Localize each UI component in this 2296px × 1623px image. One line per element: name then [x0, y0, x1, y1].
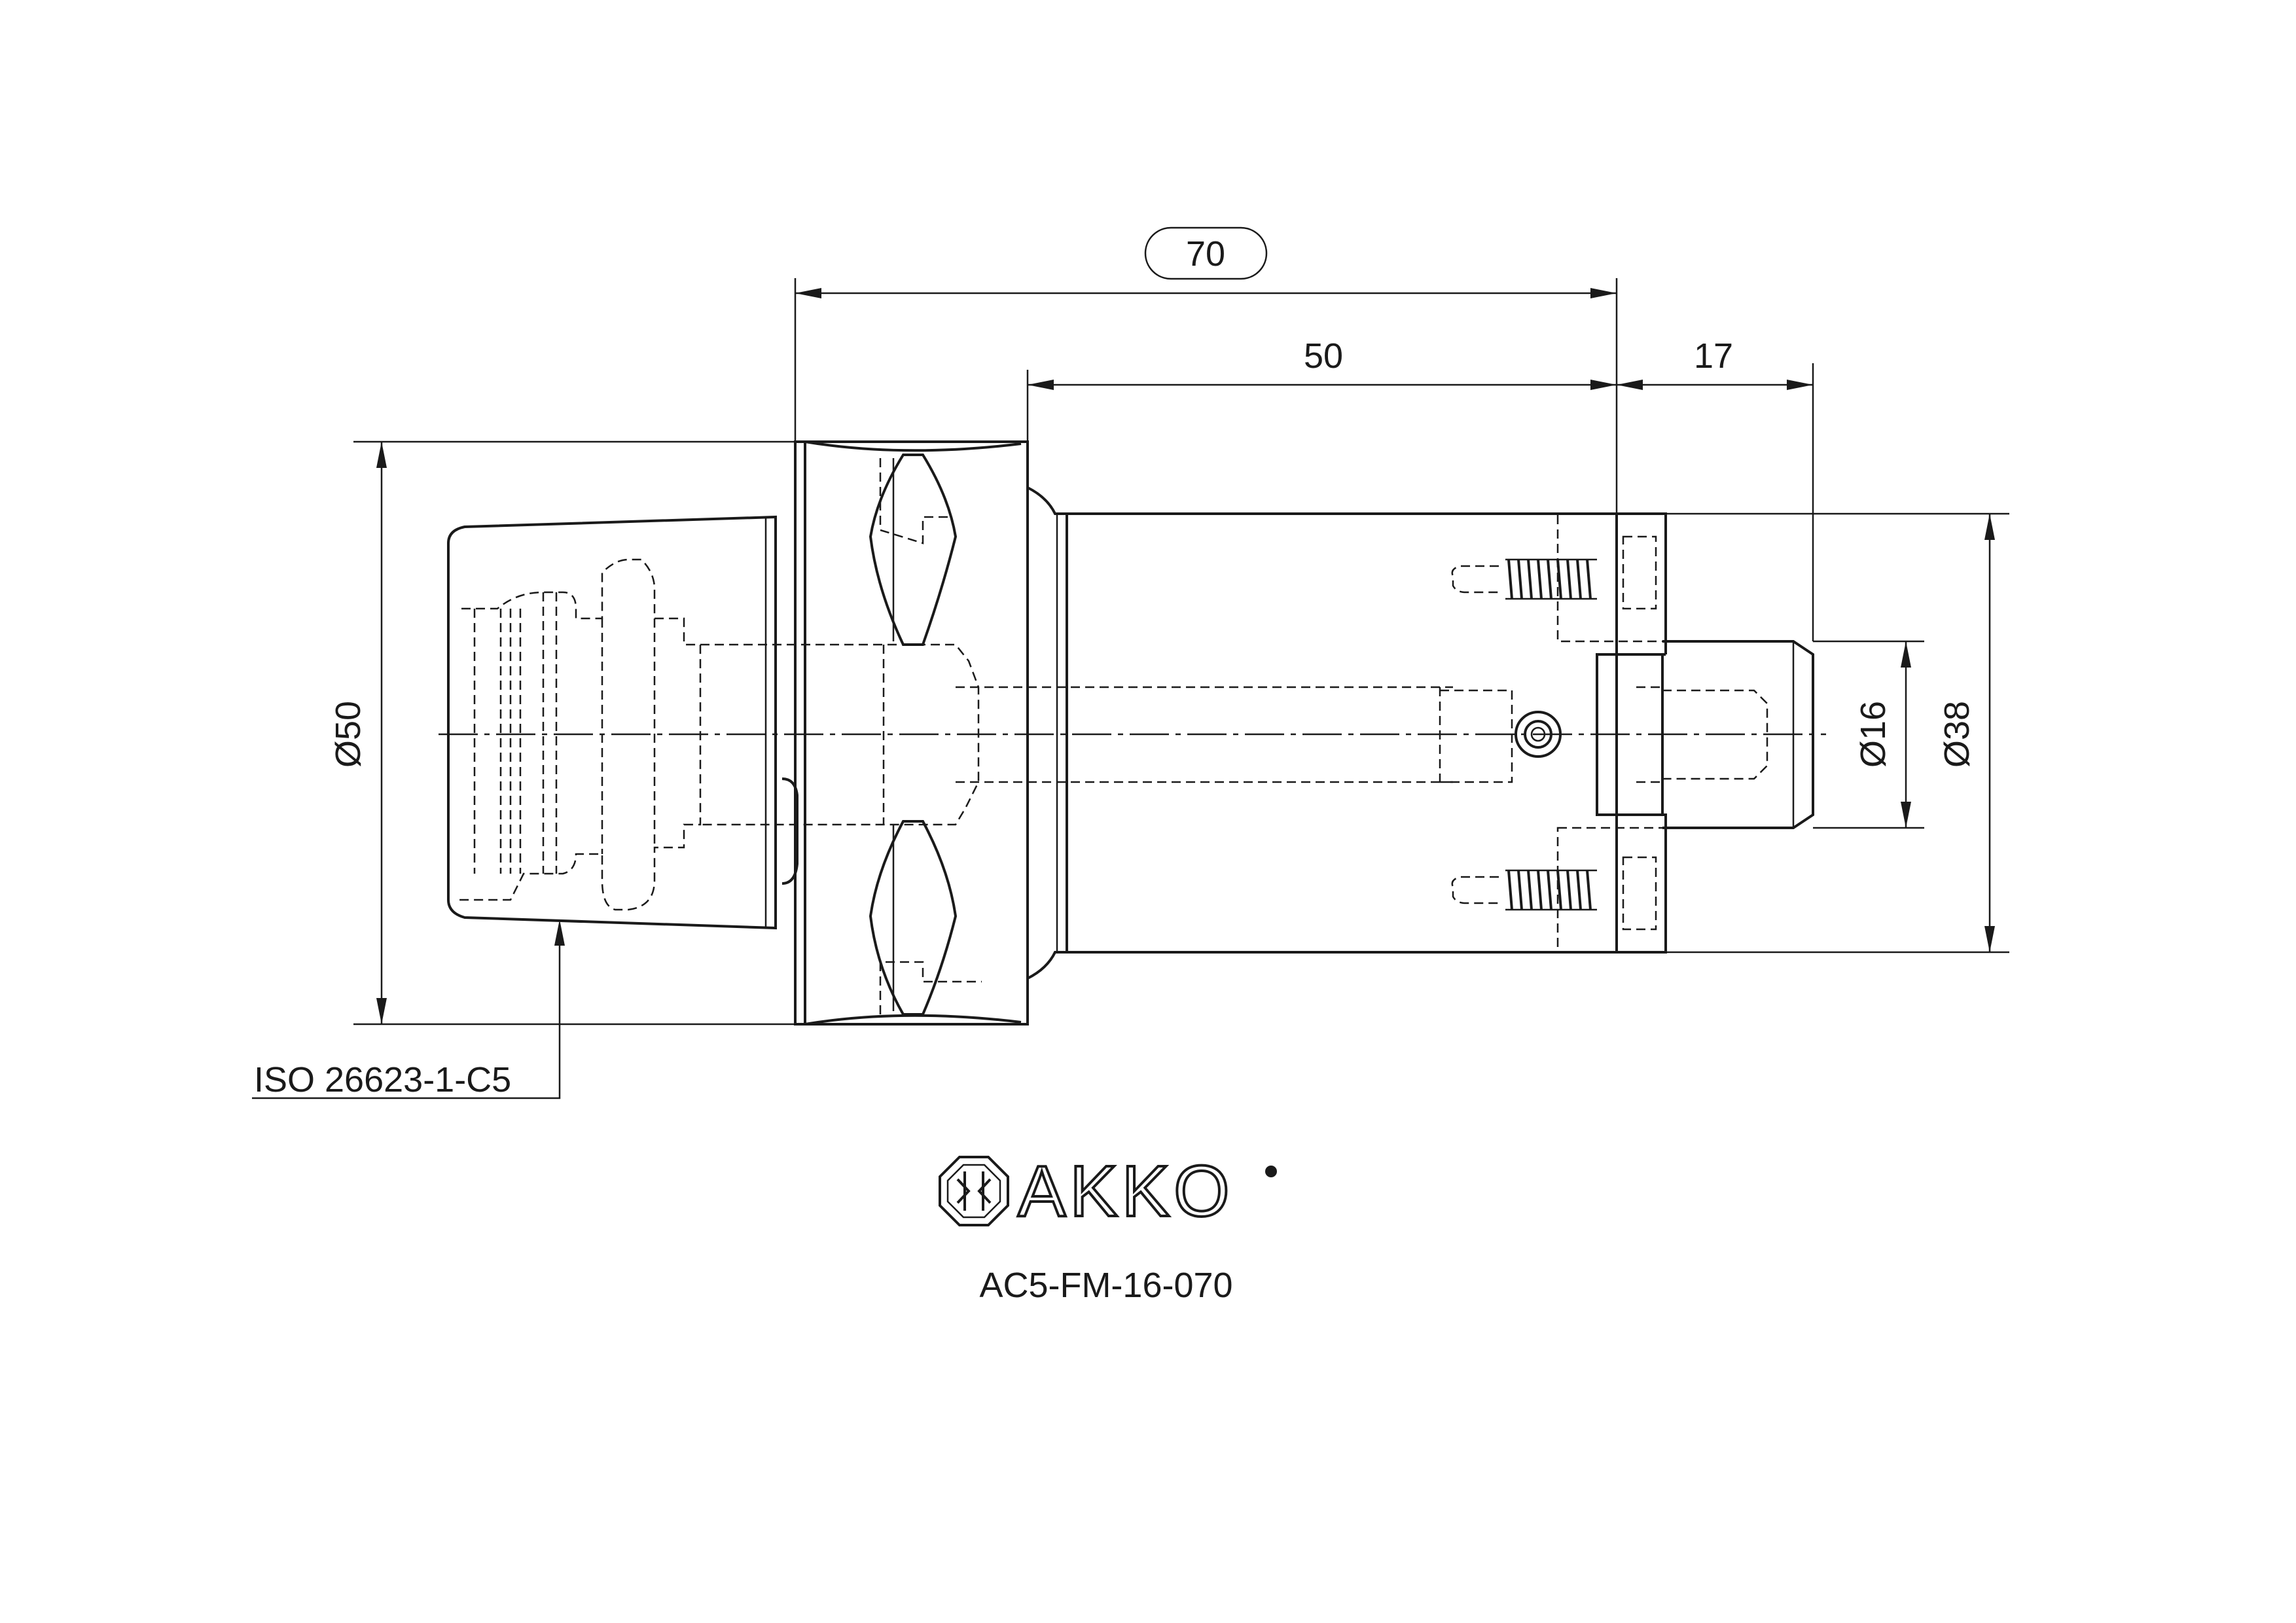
dimension-flange-diameter-label: Ø50: [329, 701, 368, 768]
dimension-overall-length: 70: [795, 226, 1617, 298]
interface-label: ISO 26623-1-C5: [254, 1060, 511, 1099]
part-number: AC5-FM-16-070: [979, 1266, 1232, 1305]
dimension-body-diameter-label: Ø38: [1937, 701, 1977, 768]
body: [1027, 486, 1617, 980]
dimension-overall-length-label: 70: [1186, 234, 1225, 274]
interface-callout: ISO 26623-1-C5: [252, 919, 565, 1099]
brand-logo: AKKO: [939, 1150, 1277, 1233]
dimension-projection-label: 17: [1694, 336, 1733, 376]
polygon-shank: [447, 515, 777, 930]
dimension-projection: 17: [1617, 336, 1813, 390]
screw-thread-bottom: [1505, 869, 1597, 911]
registered-mark-icon: [1265, 1166, 1277, 1177]
dimension-inner-diameter-label: Ø16: [1854, 701, 1893, 768]
front-face: [1451, 512, 1667, 954]
screw-thread-top: [1505, 558, 1597, 600]
dimension-flange-diameter: Ø50: [329, 442, 387, 1024]
dimension-body-diameter: Ø38: [1937, 514, 1995, 952]
flange: [700, 440, 1453, 1026]
brand-name: AKKO: [1018, 1151, 1234, 1232]
logo-emblem-icon: [939, 1156, 1009, 1226]
dimension-body-length-label: 50: [1304, 336, 1343, 376]
front-shank: [1636, 640, 1814, 829]
dimension-inner-diameter: Ø16: [1854, 641, 1911, 828]
dimension-body-length: 50: [1028, 336, 1617, 390]
